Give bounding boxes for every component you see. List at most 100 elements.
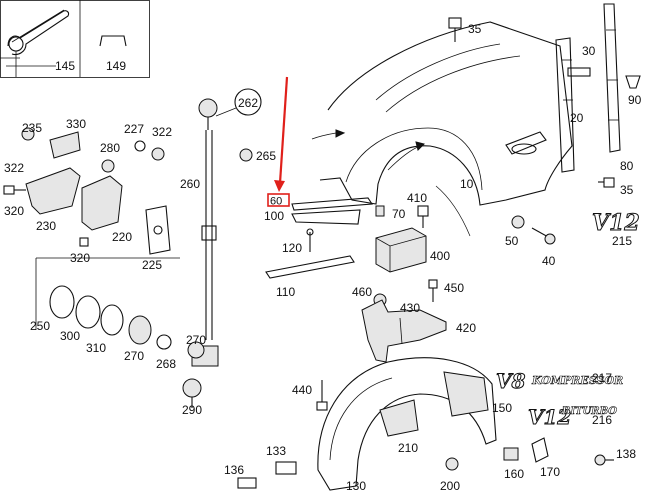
label-230: 230	[36, 219, 56, 233]
label-110: 110	[276, 285, 295, 299]
label-160: 160	[504, 467, 524, 481]
clip-133	[275, 461, 297, 475]
label-262: 262	[238, 96, 258, 110]
label-265: 265	[256, 149, 276, 163]
nut-280	[101, 159, 115, 173]
bolt-70	[375, 205, 385, 217]
label-60: 60	[270, 196, 282, 208]
label-290: 290	[182, 403, 202, 417]
label-35-top: 35	[468, 22, 482, 36]
wheel-liner	[317, 357, 497, 491]
bolt-450	[428, 279, 438, 302]
leader-arrowhead-1	[335, 129, 346, 138]
trim-110	[265, 255, 355, 279]
label-200: 200	[440, 479, 460, 493]
clip-90	[625, 75, 641, 89]
latch-bracket-230	[25, 167, 81, 215]
label-150: 150	[492, 401, 512, 415]
clip-136	[237, 477, 257, 489]
highlight-box	[267, 193, 290, 207]
trim-60	[291, 197, 373, 211]
label-133: 133	[266, 444, 286, 458]
hood-prop-rod	[191, 98, 219, 367]
screw-40	[531, 227, 556, 245]
label-90: 90	[628, 93, 642, 107]
label-30: 30	[582, 44, 596, 58]
clip-80	[567, 67, 591, 77]
label-50: 50	[505, 234, 519, 248]
label-210: 210	[398, 441, 418, 455]
bolt-410	[417, 205, 429, 228]
emblem-v12: V12	[592, 210, 640, 236]
nut-322-right	[151, 147, 165, 161]
label-10: 10	[460, 177, 474, 191]
label-138: 138	[616, 447, 636, 461]
clip-270	[187, 341, 205, 359]
grommet-265	[239, 148, 253, 162]
control-unit-400	[375, 227, 427, 273]
label-270-left: 270	[124, 349, 144, 363]
label-270: 270	[186, 333, 206, 347]
bracket-20	[555, 37, 575, 173]
label-216: 216	[592, 413, 612, 427]
label-310: 310	[86, 341, 106, 355]
bolt-35-top	[448, 17, 462, 42]
leader-arrow-1	[311, 132, 337, 140]
label-322-left: 322	[4, 161, 24, 175]
inset-frame	[0, 0, 150, 78]
plate-225	[145, 205, 171, 255]
label-20: 20	[570, 111, 584, 125]
clip-200	[445, 457, 459, 471]
label-330: 330	[66, 117, 86, 131]
inset-box: 145 149	[0, 0, 150, 78]
bolt-227	[134, 140, 146, 152]
hub-270	[128, 315, 152, 345]
label-149: 149	[106, 59, 126, 73]
label-400: 400	[430, 249, 450, 263]
emblem-biturbo: BITURBO	[561, 406, 617, 417]
leader-arrowhead-2	[415, 141, 425, 151]
label-220: 220	[112, 230, 132, 244]
bracket-420	[361, 299, 447, 363]
label-250: 250	[30, 319, 50, 333]
bolt-320-bottom	[79, 237, 89, 247]
label-80: 80	[620, 159, 634, 173]
label-145: 145	[55, 59, 75, 73]
label-70: 70	[392, 207, 406, 221]
label-170: 170	[540, 465, 560, 479]
label-300: 300	[60, 329, 80, 343]
leader-arrow-3	[435, 185, 471, 237]
label-320-left: 320	[4, 204, 24, 218]
bracket-330	[49, 131, 81, 159]
bolt-320-left	[3, 185, 26, 195]
emblem-v12-biturbo: V12	[528, 405, 571, 429]
nut-50	[511, 215, 525, 229]
label-440: 440	[292, 383, 312, 397]
label-260: 260	[180, 177, 200, 191]
highlight-arrow	[267, 76, 290, 207]
pin-120	[306, 228, 314, 252]
seal-strip-part	[0, 9, 70, 77]
emblem-kompressor: KOMPRESSOR	[531, 374, 623, 387]
bolt-235	[21, 127, 35, 141]
label-460: 460	[352, 285, 372, 299]
label-40: 40	[542, 254, 556, 268]
label-130: 130	[346, 479, 366, 493]
label-120: 120	[282, 241, 302, 255]
bolt-35-right	[598, 177, 615, 188]
group-frame	[35, 257, 180, 330]
label-215: 215	[612, 234, 632, 248]
clip-160	[503, 447, 519, 461]
fender-part	[319, 21, 573, 206]
label-420: 420	[456, 321, 476, 335]
bolt-440	[316, 380, 328, 411]
label-410: 410	[407, 191, 427, 205]
clip-170	[531, 437, 549, 463]
clip-268	[156, 334, 172, 350]
clip-290	[182, 378, 202, 408]
ring-310	[100, 304, 124, 336]
latch-220	[81, 175, 123, 231]
callout-262	[215, 88, 262, 117]
label-217: 217	[592, 371, 612, 385]
